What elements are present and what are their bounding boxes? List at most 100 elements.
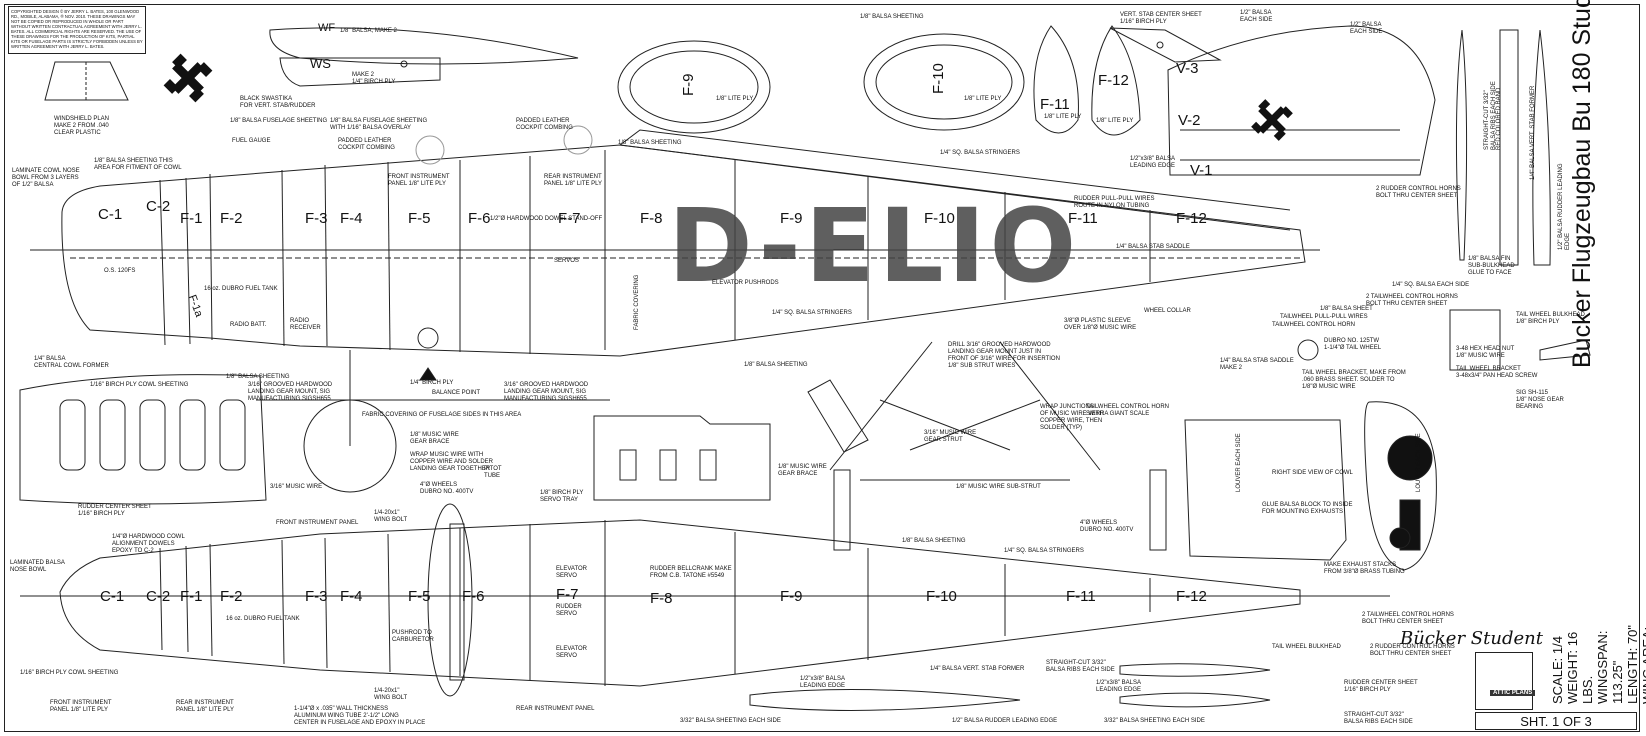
label-swastika: BLACK SWASTIKA FOR VERT. STAB/RUDDER [240, 96, 316, 109]
label-wheel-collar: WHEEL COLLAR [1144, 308, 1191, 314]
label-tw-bracket: TAIL WHEEL BRACKET, MAKE FROM .060 BRASS… [1302, 370, 1406, 390]
label-tw-pull: TAILWHEEL PULL-PULL WIRES [1280, 314, 1368, 320]
former-label-v2: V-2 [1178, 112, 1201, 129]
label-sheeting-each2: 3/32" BALSA SHEETING EACH SIDE [1104, 718, 1205, 724]
label-gear-brace: 1/8" MUSIC WIRE GEAR BRACE [778, 464, 827, 477]
label-gear-strut: 3/16" MUSIC WIRE GEAR STRUT [924, 430, 977, 443]
label-fus-sheet2: 1/8" BALSA FUSELAGE SHEETING WITH 1/16" … [330, 118, 428, 131]
label-rudder-horns: 2 RUDDER CONTROL HORNS BOLT THRU CENTER … [1376, 186, 1461, 199]
side-station-f10: F-10 [924, 210, 955, 227]
former-sub-f12: 1/8" LITE PLY [1096, 118, 1134, 124]
former-sub-f11: 1/8" LITE PLY [1044, 114, 1082, 120]
label-radio-recv: RADIO RECEIVER [290, 318, 321, 331]
label-music-wire: 3/16" MUSIC WIRE [270, 484, 323, 490]
label-sub-strut: 1/8" MUSIC WIRE SUB-STRUT [956, 484, 1041, 490]
label-hardwood-cowl: 1/4"Ø HARDWOOD COWL ALIGNMENT DOWELS EPO… [112, 534, 185, 554]
top-station-f3: F-3 [305, 588, 328, 605]
label-half-balsa2: 1/2" BALSA EACH SIDE [1350, 22, 1383, 35]
label-radio-batt: RADIO BATT. [230, 322, 267, 328]
plan-title: Bucker Flugzeugbau Bu 180 Student [1568, 0, 1596, 368]
label-stab-former: 1/4" BALSA VERT. STAB FORMER [930, 666, 1025, 672]
top-view-fuselage [59, 519, 1301, 687]
top-station-f7: F-7 [556, 586, 579, 603]
side-station-f4: F-4 [340, 210, 363, 227]
balance-point-arrow [419, 367, 437, 381]
side-fuselage-outline [61, 144, 1306, 357]
label-tw-bulkhead: TAIL WHEEL BULKHEAD 1/8" BIRCH PLY [1516, 312, 1585, 325]
label-fabric: FABRIC COVERING [634, 274, 640, 330]
top-station-f2: F-2 [220, 588, 243, 605]
top-station-f11: F-11 [1066, 588, 1096, 605]
label-wrap-music: WRAP MUSIC WIRE WITH COPPER WIRE AND SOL… [410, 452, 494, 472]
label-glue-block: GLUE BALSA BLOCK TO INSIDE FOR MOUNTING … [1262, 502, 1353, 515]
label-front-panel-bottom: FRONT INSTRUMENT PANEL 1/8" LITE PLY [50, 700, 112, 713]
label-rudder-pull: RUDDER PULL-PULL WIRES ROUTE IN NYLON TU… [1074, 196, 1155, 209]
label-padded1: PADDED LEATHER COCKPIT COMBING [338, 138, 395, 151]
label-front-panel: FRONT INSTRUMENT PANEL 1/8" LITE PLY [388, 174, 450, 187]
label-exhaust: MAKE EXHAUST STACKS FROM 3/8"Ø BRASS TUB… [1324, 562, 1405, 575]
label-sheeting-area: 1/8" BALSA SHEETING THIS AREA FOR FITMEN… [94, 158, 182, 171]
label-wing-bolt1: 1/4-20x1" WING BOLT [374, 510, 408, 523]
side-station-f6: F-6 [468, 210, 491, 227]
wing-fairing-wf [269, 27, 579, 65]
side-station-f12: F-12 [1176, 210, 1207, 227]
label-straight-cut2: STRAIGHT-CUT 3/32" BALSA RIBS EACH SIDE [1344, 712, 1413, 725]
label-sq-balsa: 1/4" SQ. BALSA EACH SIDE [1392, 282, 1470, 288]
label-louver1: LOUVER EACH SIDE [1236, 433, 1242, 492]
label-top-sheeting: 1/8" BALSA SHEETING [902, 538, 966, 544]
label-cowl-former: 1/4" BALSA CENTRAL COWL FORMER [34, 356, 109, 369]
label-elev-servo2: ELEVATOR SERVO [556, 646, 588, 659]
former-sub-ws: MAKE 2 1/4" BIRCH PLY [352, 72, 396, 85]
label-fus-sheet1: 1/8" BALSA FUSELAGE SHEETING [230, 118, 328, 124]
side-station-f1: F-1 [180, 210, 203, 227]
label-pitot: PITOT TUBE [484, 466, 502, 479]
side-station-f11: F-11 [1068, 210, 1098, 227]
label-leading-edge: 1/2"x3/8" BALSA LEADING EDGE [1130, 156, 1176, 169]
label-balsa-sheeting-mid: 1/8" BALSA SHEETING [618, 140, 682, 146]
label-music-brace: 1/8" MUSIC WIRE GEAR BRACE [410, 432, 459, 445]
label-padded2: PADDED LEATHER COCKPIT COMBING [516, 118, 573, 131]
label-servo-tray: 1/8" BIRCH PLY SERVO TRAY [540, 490, 584, 503]
top-station-f12: F-12 [1176, 588, 1207, 605]
label-elev-servo: ELEVATOR SERVO [556, 566, 588, 579]
label-fuel-gauge: FUEL GAUGE [232, 138, 271, 144]
former-label-f10: F-10 [930, 63, 947, 94]
label-half-balsa: 1/2" BALSA EACH SIDE [1240, 10, 1273, 23]
label-front-panel2: FRONT INSTRUMENT PANEL [276, 520, 359, 526]
top-station-c2: C-2 [146, 588, 171, 605]
label-balsa-sheet: 1/8" BALSA SHEET [1320, 306, 1373, 312]
label-birch-cowl2: 1/16" BIRCH PLY COWL SHEETING [20, 670, 119, 676]
label-fin-sub: 1/8" BALSA FIN SUB-BULKHEAD GLUE TO FACE [1468, 256, 1515, 276]
cowl-front-view [1364, 401, 1437, 571]
former-f11 [1033, 25, 1079, 134]
label-right-side-cowl: RIGHT SIDE VIEW OF COWL [1272, 470, 1353, 476]
label-rear-panel: REAR INSTRUMENT PANEL 1/8" LITE PLY [544, 174, 603, 187]
label-servos: SERVOS [554, 258, 579, 264]
label-top-fuel-tank: 16 oz. DUBRO FUEL TANK [226, 616, 300, 622]
label-le-balsa2: 1/2"x3/8" BALSA LEADING EDGE [1096, 680, 1142, 693]
label-wrap-junctions: WRAP JUNCTIONS OF MUSIC WIRE WITH COPPER… [1040, 404, 1104, 431]
top-station-f1: F-1 [180, 588, 203, 605]
label-rudder-center2: RUDDER CENTER SHEET 1/16" BIRCH PLY [1344, 680, 1418, 693]
label-tw-bracket2: TAIL WHEEL BRACKET 3-48x3/4" PAN HEAD SC… [1456, 366, 1538, 379]
label-straight-cut: STRAIGHT-CUT 3/32" BALSA RIBS EACH SIDE [1046, 660, 1115, 673]
label-elevator-push: ELEVATOR PUSHRODS [712, 280, 779, 286]
label-quarter-stab: 1/4" BALSA VERT. STAB FORMER [1530, 85, 1536, 180]
label-rear-panel-bottom: REAR INSTRUMENT PANEL 1/8" LITE PLY [176, 700, 235, 713]
side-station-f5: F-5 [408, 210, 431, 227]
label-sig-sh: SIG SH-115 1/8" NOSE GEAR BEARING [1516, 390, 1564, 410]
label-laminated-nose: LAMINATED BALSA NOSE BOWL [10, 560, 65, 573]
label-wheels2: 4"Ø WHEELS DUBRO NO. 400TV [1080, 520, 1134, 533]
label-cowl-nose: LAMINATE COWL NOSE BOWL FROM 3 LAYERS OF… [12, 168, 80, 188]
top-station-f6: F-6 [462, 588, 485, 605]
label-rear-panel2: REAR INSTRUMENT PANEL [516, 706, 595, 712]
former-f9 [617, 40, 771, 134]
label-plastic-sleeve: 3/8"Ø PLASTIC SLEEVE OVER 1/8"Ø MUSIC WI… [1064, 318, 1137, 331]
side-station-c1: C-1 [98, 206, 123, 223]
former-label-v3: V-3 [1176, 60, 1199, 77]
label-drill: DRILL 3/16" GROOVED HARDWOOD LANDING GEA… [948, 342, 1060, 369]
label-wing-bolt2: 1/4-20x1" WING BOLT [374, 688, 408, 701]
former-f12 [1091, 25, 1141, 136]
former-label-v1: V-1 [1190, 162, 1213, 179]
former-sub-f10: 1/8" LITE PLY [964, 96, 1002, 102]
